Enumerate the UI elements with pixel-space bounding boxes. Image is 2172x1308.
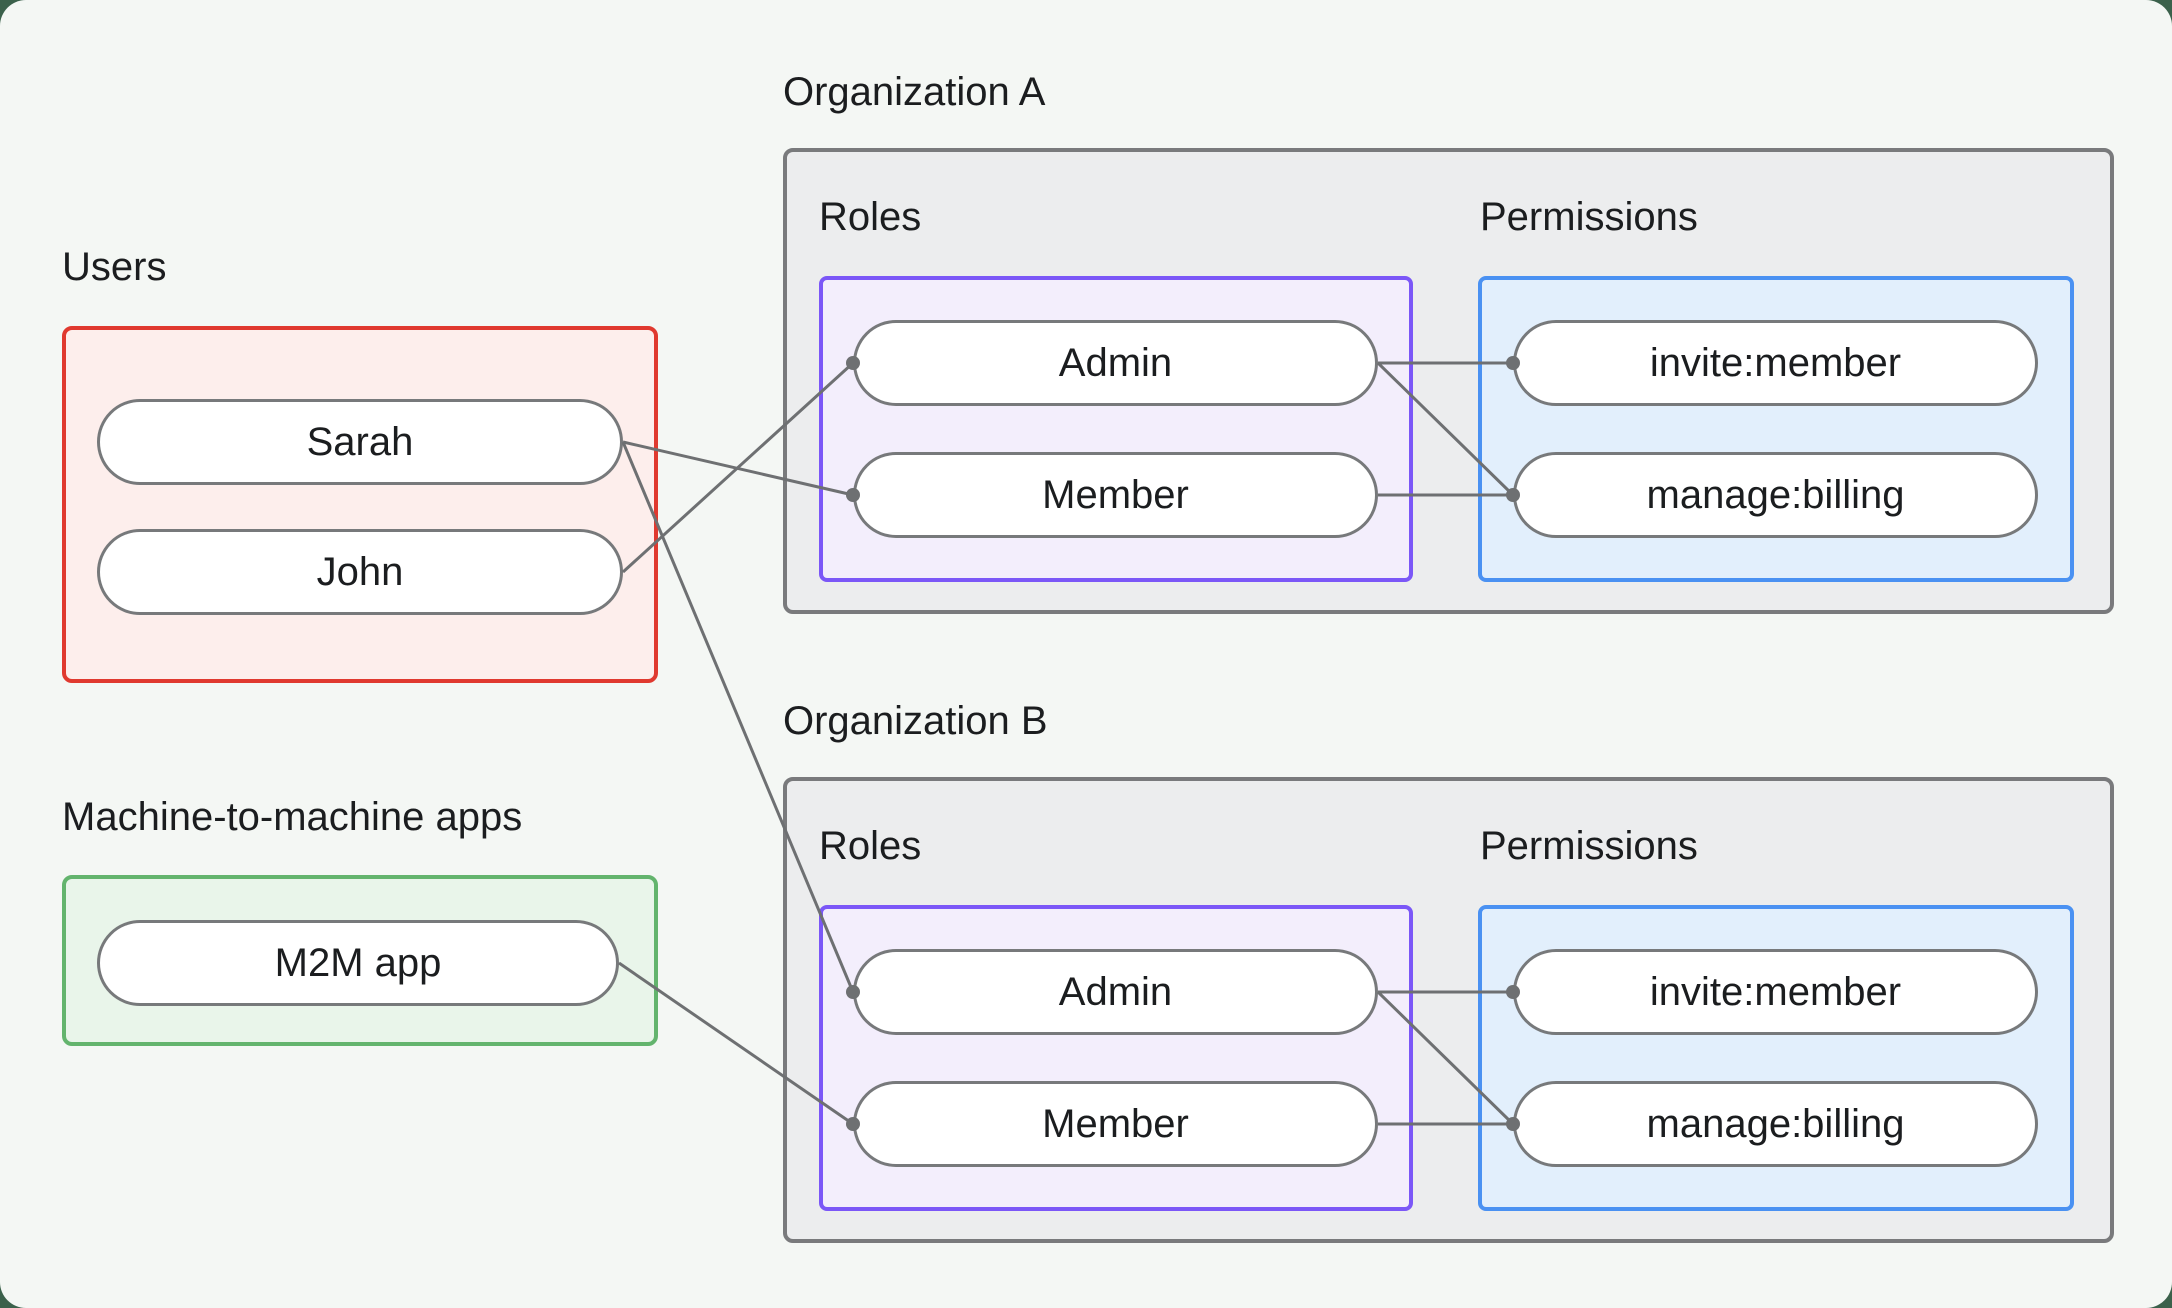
user-node-john: John bbox=[97, 529, 623, 615]
m2m-node-app: M2M app bbox=[97, 920, 619, 1006]
m2m-label: Machine-to-machine apps bbox=[62, 795, 523, 839]
org-a-permission-manage-billing: manage:billing bbox=[1513, 452, 2038, 538]
users-group-box bbox=[62, 326, 658, 683]
org-b-permission-manage-billing: manage:billing bbox=[1513, 1081, 2038, 1167]
org-b-permission-invite-member: invite:member bbox=[1513, 949, 2038, 1035]
org-a-roles-label: Roles bbox=[819, 195, 922, 239]
org-b-label: Organization B bbox=[783, 699, 1048, 743]
user-node-sarah: Sarah bbox=[97, 399, 623, 485]
org-a-permission-invite-member: invite:member bbox=[1513, 320, 2038, 406]
org-a-permissions-label: Permissions bbox=[1480, 195, 1698, 239]
org-b-permissions-label: Permissions bbox=[1480, 824, 1698, 868]
org-a-role-member: Member bbox=[853, 452, 1378, 538]
org-a-label: Organization A bbox=[783, 70, 1046, 114]
org-b-roles-label: Roles bbox=[819, 824, 922, 868]
users-label: Users bbox=[62, 245, 167, 289]
org-b-role-member: Member bbox=[853, 1081, 1378, 1167]
org-b-role-admin: Admin bbox=[853, 949, 1378, 1035]
org-a-role-admin: Admin bbox=[853, 320, 1378, 406]
